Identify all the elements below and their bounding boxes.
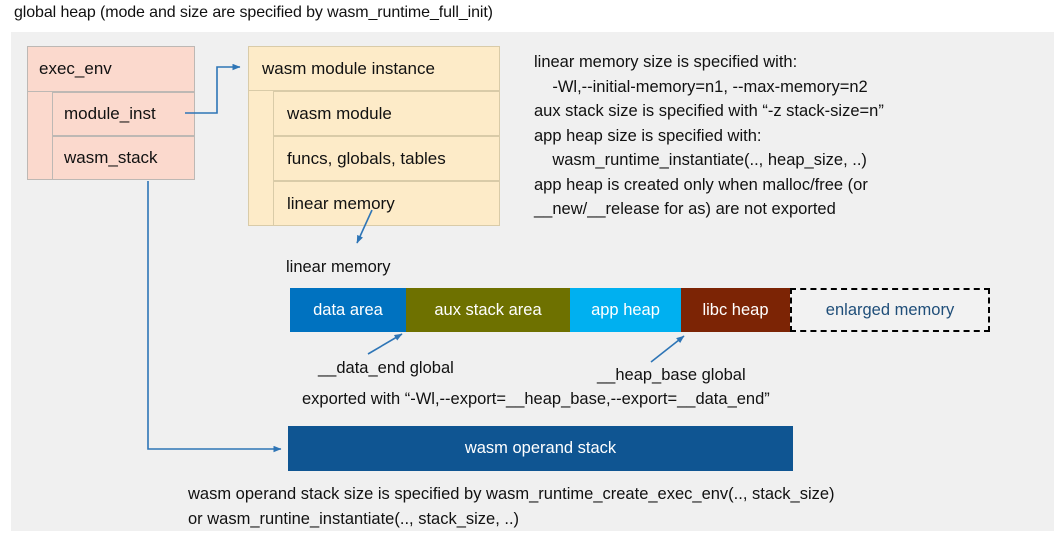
memory-segment-aux-stack-area: aux stack area [406,288,570,332]
wasm-module-instance-row-wasm-module: wasm module [273,91,500,136]
annotation-data-end: __data_end global [318,359,454,377]
annotation-exported-with: exported with “-Wl,--export=__heap_base,… [302,390,770,408]
linear-memory-info-text: linear memory size is specified with: -W… [534,53,884,218]
exec-env-row-module-inst: module_inst [52,92,195,136]
wasm-module-instance-row-linear-memory: linear memory [273,181,500,226]
wasm-module-instance-row-funcs-globals-tables: funcs, globals, tables [273,136,500,181]
exec-env-row-wasm-stack: wasm_stack [52,136,195,180]
wasm-module-instance-header: wasm module instance [248,46,500,91]
annotation-heap-base: __heap_base global [597,366,746,384]
memory-segment-data-area: data area [290,288,406,332]
memory-segment-enlarged-memory: enlarged memory [790,288,990,332]
page-title: global heap (mode and size are specified… [14,4,493,21]
exec-env-header: exec_env [27,46,195,92]
memory-segment-app-heap: app heap [570,288,681,332]
operand-stack-info-text: wasm operand stack size is specified by … [188,485,835,528]
memory-segment-libc-heap: libc heap [681,288,790,332]
linear-memory-label: linear memory [286,258,391,276]
wasm-operand-stack-box: wasm operand stack [288,426,793,471]
